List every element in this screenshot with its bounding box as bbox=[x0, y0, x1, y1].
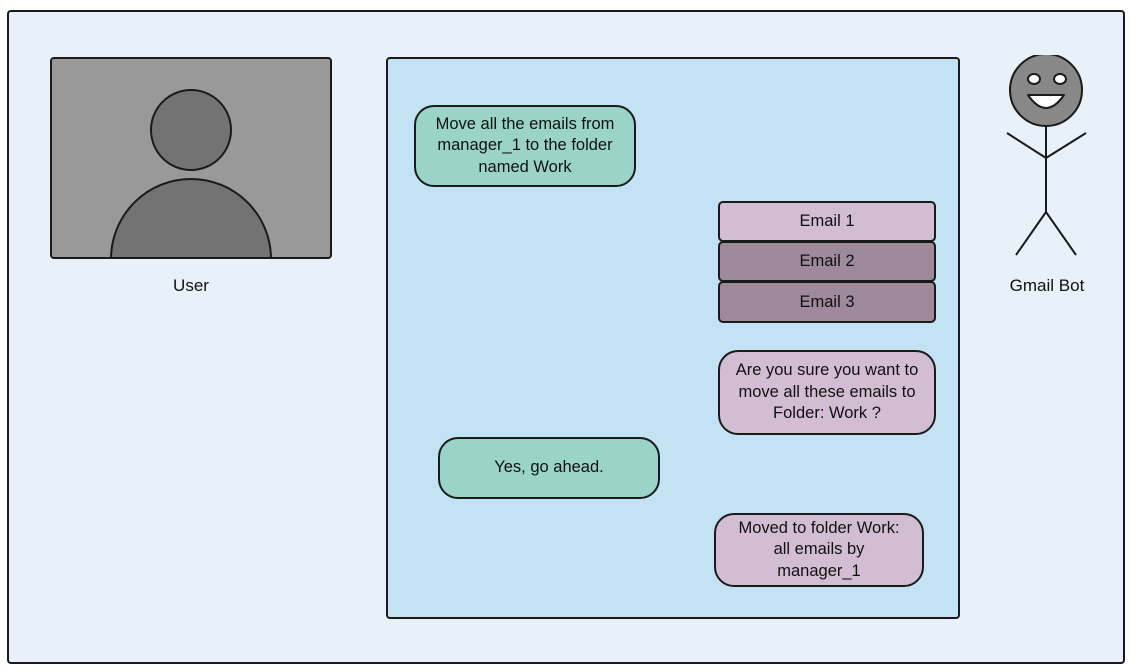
bot-stick-figure-icon bbox=[1006, 55, 1087, 256]
bot-label: Gmail Bot bbox=[1009, 276, 1085, 295]
user-request-bubble: Move all the emails from manager_1 to th… bbox=[414, 105, 636, 187]
user-avatar-frame bbox=[50, 57, 332, 259]
bot-result-bubble: Moved to folder Work: all emails by mana… bbox=[714, 513, 924, 587]
email-list-item[interactable]: Email 3 bbox=[718, 281, 936, 323]
bot-confirmation-bubble: Are you sure you want to move all these … bbox=[718, 350, 936, 435]
email-list-item[interactable]: Email 2 bbox=[718, 241, 936, 282]
email-list-item[interactable]: Email 1 bbox=[718, 201, 936, 242]
user-reply-bubble: Yes, go ahead. bbox=[438, 437, 660, 499]
person-silhouette-icon bbox=[110, 89, 272, 257]
user-label: User bbox=[173, 276, 209, 295]
